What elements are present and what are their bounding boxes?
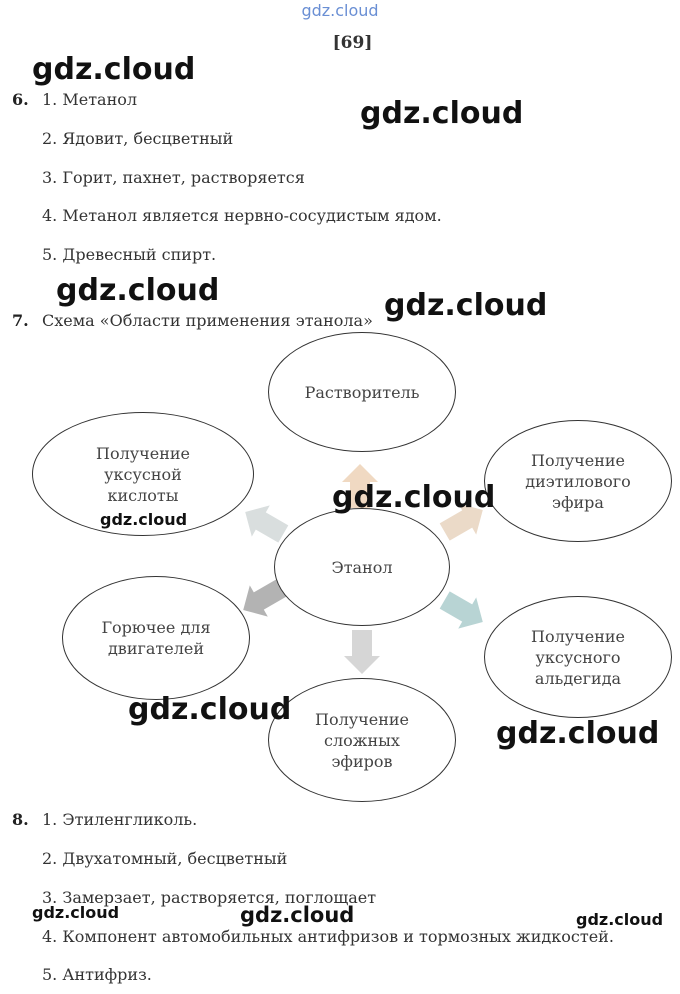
node-solvent: Растворитель: [268, 332, 456, 452]
arrow-to-fuel: [243, 579, 287, 617]
node-fuel: Горючее для двигателей: [62, 576, 250, 700]
arrow-to-diethyl-ether: [439, 503, 483, 541]
watermark: gdz.cloud: [32, 52, 196, 87]
q6-item-3: 3. Горит, пахнет, растворяется: [42, 168, 305, 187]
q8-item-1: 1. Этиленгликоль.: [42, 810, 198, 829]
watermark: gdz.cloud: [32, 903, 120, 922]
watermark: gdz.cloud: [56, 273, 220, 308]
top-watermark: gdz.cloud: [301, 1, 379, 20]
q6-item-5: 5. Древесный спирт.: [42, 245, 217, 264]
q8-item-4: 4. Компонент автомобильных антифризов и …: [42, 927, 614, 946]
q8-item-3: 3. Замерзает, растворяется, поглощает: [42, 888, 377, 907]
question-7-number: 7.: [12, 311, 29, 330]
watermark: gdz.cloud: [128, 692, 292, 727]
arrow-to-acetaldehyde: [439, 591, 483, 629]
q8-item-5: 5. Антифриз.: [42, 965, 152, 984]
node-diethyl-ether: Получение диэтилового эфира: [484, 420, 672, 542]
arrow-to-esters: [344, 630, 380, 674]
q6-item-1: 1. Метанол: [42, 90, 138, 109]
node-acetaldehyde: Получение уксусного альдегида: [484, 596, 672, 718]
question-6-number: 6.: [12, 90, 29, 109]
watermark: gdz.cloud: [576, 910, 664, 929]
q6-item-4: 4. Метанол является нервно-сосудистым яд…: [42, 206, 442, 225]
q7-title: Схема «Области применения этанола»: [42, 311, 373, 330]
q6-item-2: 2. Ядовит, бесцветный: [42, 129, 234, 148]
page-number: [69]: [332, 33, 373, 53]
node-esters: Получение сложных эфиров: [268, 678, 456, 802]
watermark: gdz.cloud: [240, 903, 355, 927]
node-ethanol-center: Этанол: [274, 508, 450, 626]
arrow-to-acetic-acid: [245, 505, 289, 543]
watermark: gdz.cloud: [332, 480, 496, 515]
watermark: gdz.cloud: [360, 96, 524, 131]
node-acetic-acid: Получение уксусной кислоты: [32, 412, 254, 536]
q8-item-2: 2. Двухатомный, бесцветный: [42, 849, 288, 868]
watermark: gdz.cloud: [100, 510, 188, 529]
question-8-number: 8.: [12, 810, 29, 829]
arrow-to-solvent: [342, 464, 378, 508]
watermark: gdz.cloud: [496, 716, 660, 751]
watermark: gdz.cloud: [384, 288, 548, 323]
